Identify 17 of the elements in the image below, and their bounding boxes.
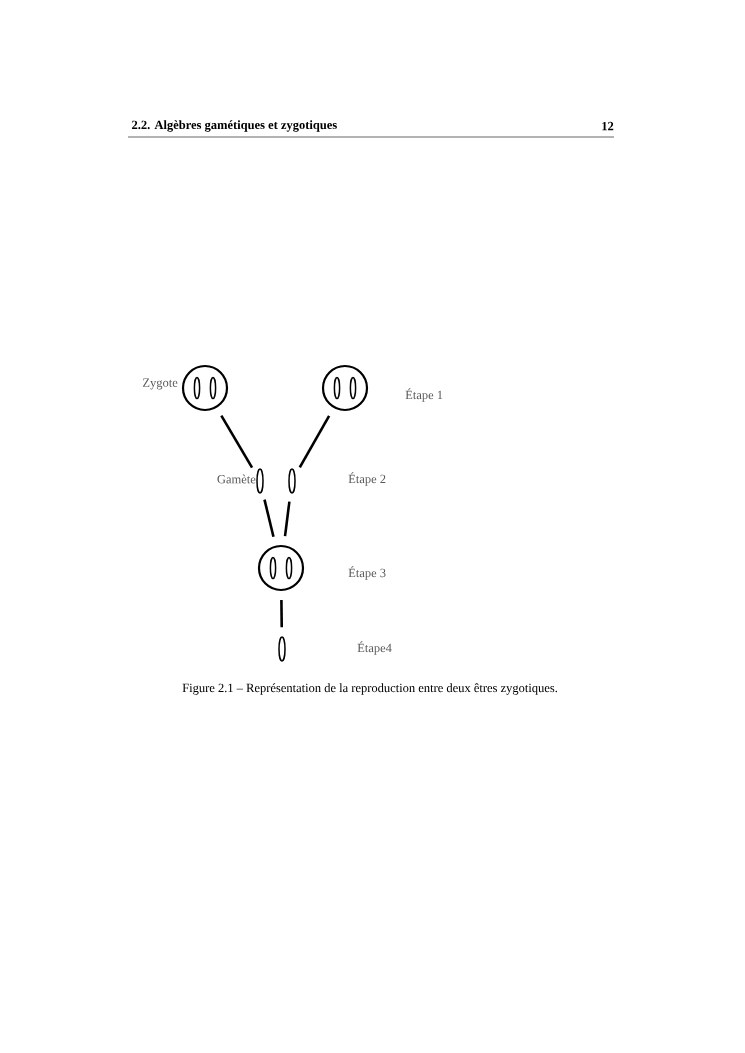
connector-line <box>263 499 275 538</box>
header-page-number: 12 <box>602 121 614 131</box>
step-label: Étape 1 <box>405 388 443 402</box>
node-label: Zygote <box>143 378 178 390</box>
connector-line <box>220 414 254 469</box>
step-label: Étape4 <box>357 641 392 655</box>
node-label: Gamète <box>217 474 256 484</box>
zygote-circle <box>181 364 229 412</box>
connector-line <box>283 501 291 537</box>
connector-line <box>280 600 284 628</box>
step-label: Étape 3 <box>348 566 386 580</box>
running-header: 2.2. Algèbres gamétiques et zygotiques <box>132 120 337 132</box>
step-label: Étape 2 <box>348 472 386 486</box>
figure-caption: Figure 2.1 – Représentation de la reproduction entre deux êtres zygotiques. <box>182 683 557 695</box>
connector-line <box>298 415 331 468</box>
zygote-circle <box>257 544 305 592</box>
zygote-circle <box>321 364 369 412</box>
